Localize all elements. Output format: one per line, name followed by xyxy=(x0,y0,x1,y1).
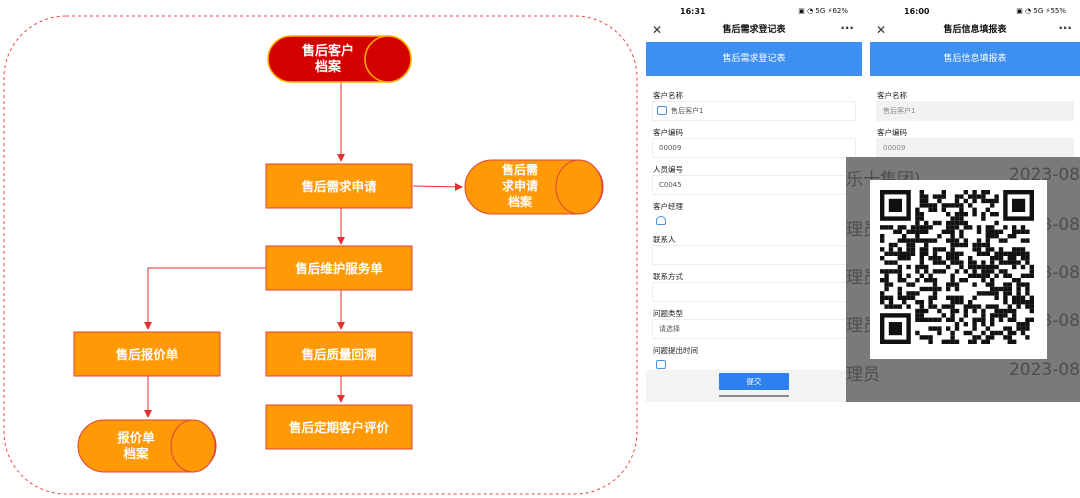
node-label-line: 报价单 xyxy=(117,430,155,445)
form-banner-right: 售后信息填报表 xyxy=(870,42,1080,76)
contact-method-field[interactable] xyxy=(652,282,856,302)
status-time: 16:31 xyxy=(680,7,706,16)
field-label-manager: 客户经理 xyxy=(653,202,683,211)
field-label-customer-name-right: 客户名称 xyxy=(877,91,907,100)
customer-name-field-right[interactable]: 售后客户1 xyxy=(876,101,1074,121)
customer-code-field-right[interactable]: 00009 xyxy=(876,138,1074,158)
node-quote-order: 售后报价单 xyxy=(73,331,221,377)
node-periodic-eval-label: 售后定期客户评价 xyxy=(289,420,390,435)
node-request-archive: 售后需求申请档案 xyxy=(464,159,604,215)
node-service-order: 售后维护服务单 xyxy=(265,245,413,291)
field-label-issue-time: 问题提出时间 xyxy=(653,346,698,355)
arrow-service-to-quote xyxy=(144,267,266,330)
connectors xyxy=(144,82,463,418)
more-icon[interactable]: ··· xyxy=(1058,21,1072,35)
status-icons: ▣ ◔ 5G ⚡62% xyxy=(798,7,848,15)
status-time-right: 16:00 xyxy=(904,7,930,16)
node-quote-order-label: 售后报价单 xyxy=(116,347,179,362)
node-quality-visit-label: 售后质量回溯 xyxy=(301,347,376,362)
status-bar-right: 16:00 ▣ ◔ 5G ⚡55% xyxy=(870,0,1080,22)
node-service-order-label: 售后维护服务单 xyxy=(295,261,383,276)
field-label-staff-code: 人员编号 xyxy=(653,165,683,174)
page-title: 售后需求登记表 xyxy=(722,25,786,35)
qr-code-icon xyxy=(880,190,1034,344)
form-banner: 售后需求登记表 xyxy=(646,42,862,76)
calendar-icon[interactable] xyxy=(656,360,666,369)
node-label-line: 售后客户 xyxy=(302,43,354,59)
customer-name-field[interactable]: 售后客户1 xyxy=(652,101,856,121)
qr-overlay: 乐十集团)2023-08 理员3-08 理员3-08 理员3-08 理员3-08… xyxy=(846,157,1080,402)
field-label-contact: 联系人 xyxy=(653,235,676,244)
node-archive-customer: 售后客户档案 xyxy=(267,35,412,83)
node-request-apply-label: 售后需求申请 xyxy=(301,179,377,194)
node-request-apply: 售后需求申请 xyxy=(265,163,413,209)
staff-code-field[interactable]: C0045 xyxy=(652,175,856,195)
submit-button[interactable]: 提交 xyxy=(719,373,789,390)
home-indicator xyxy=(719,395,789,397)
field-label-customer-name: 客户名称 xyxy=(653,91,683,100)
page-title-right: 售后信息填报表 xyxy=(943,25,1007,35)
node-label-line: 档案 xyxy=(315,59,342,75)
customer-name-value: 售后客户1 xyxy=(671,107,704,115)
person-icon[interactable] xyxy=(656,216,666,225)
field-label-contact-method: 联系方式 xyxy=(653,272,683,281)
node-quality-visit: 售后质量回溯 xyxy=(265,331,413,377)
qr-code-card xyxy=(870,180,1047,359)
node-request-archive-label: 售后需求申请档案 xyxy=(502,162,538,209)
contact-field[interactable] xyxy=(652,245,856,265)
footer-bar: 提交 xyxy=(646,370,862,402)
field-label-customer-code-right: 客户编码 xyxy=(877,128,907,137)
close-icon[interactable]: ✕ xyxy=(652,23,663,37)
node-label-line: 求申请 xyxy=(502,178,538,193)
more-icon[interactable]: ··· xyxy=(840,21,854,35)
node-archive-customer-label: 售后客户档案 xyxy=(302,43,354,75)
node-periodic-eval: 售后定期客户评价 xyxy=(265,404,413,450)
node-label-line: 档案 xyxy=(508,194,533,209)
issue-time-field[interactable] xyxy=(652,356,856,372)
dashed-boundary xyxy=(3,15,638,495)
arrow-request-to-request-archive xyxy=(412,182,463,191)
node-label-line: 档案 xyxy=(123,446,149,461)
customer-code-field[interactable]: 00009 xyxy=(652,138,856,158)
field-label-issue-type: 问题类型 xyxy=(653,309,683,318)
close-icon[interactable]: ✕ xyxy=(876,23,887,37)
card-icon xyxy=(657,106,667,115)
phone-left-screenshot: 16:31 ▣ ◔ 5G ⚡62% ✕ 售后需求登记表 ··· 售后需求登记表 … xyxy=(646,0,862,402)
issue-type-select[interactable]: 请选择 xyxy=(652,319,856,339)
node-quote-archive-label: 报价单档案 xyxy=(117,430,155,461)
manager-field[interactable] xyxy=(652,212,856,228)
status-bar: 16:31 ▣ ◔ 5G ⚡62% xyxy=(646,0,862,22)
field-label-customer-code: 客户编码 xyxy=(653,128,683,137)
nav-bar-right: ✕ 售后信息填报表 ··· xyxy=(870,21,1080,42)
node-quote-archive: 报价单档案 xyxy=(77,419,217,473)
nav-bar: ✕ 售后需求登记表 ··· xyxy=(646,21,862,42)
node-label-line: 售后需 xyxy=(502,162,538,177)
status-icons-right: ▣ ◔ 5G ⚡55% xyxy=(1016,7,1066,15)
